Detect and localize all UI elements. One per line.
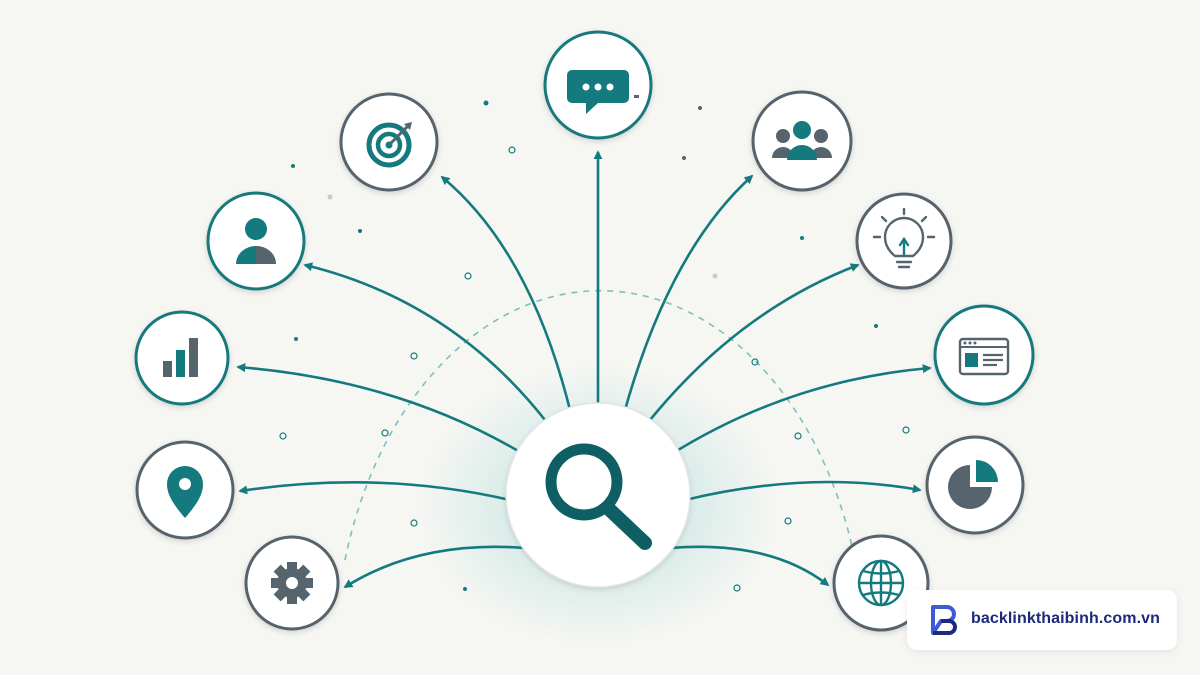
chat-node bbox=[543, 30, 653, 140]
dashed-guide-arc bbox=[344, 289, 856, 561]
team-node bbox=[751, 90, 853, 192]
arrow-to-location bbox=[238, 481, 511, 502]
webpage-node bbox=[933, 304, 1035, 406]
chat-bubble-icon bbox=[567, 70, 639, 114]
arrow-to-team bbox=[623, 174, 754, 411]
location-node bbox=[135, 440, 235, 540]
arrow-to-target bbox=[440, 175, 572, 411]
arrow-to-settings bbox=[343, 545, 526, 589]
brand-badge[interactable]: backlinkthaibinh.com.vn bbox=[907, 590, 1177, 650]
pie-chart-icon bbox=[948, 460, 998, 509]
bar-chart-icon bbox=[163, 338, 198, 377]
report-node bbox=[925, 435, 1025, 535]
arrow-to-webpage bbox=[669, 364, 932, 457]
arrow-to-idea bbox=[648, 263, 860, 421]
browser-window-icon bbox=[958, 337, 1010, 376]
brand-domain-text[interactable]: backlinkthaibinh.com.vn bbox=[971, 610, 1161, 627]
global-node bbox=[832, 534, 930, 632]
letter-b-logo-icon bbox=[931, 605, 957, 635]
arrow-to-user bbox=[303, 262, 547, 421]
arrow-to-global bbox=[669, 545, 830, 587]
center-search-node bbox=[505, 402, 691, 588]
globe-icon bbox=[857, 559, 905, 607]
analytics-node bbox=[134, 310, 230, 406]
decorative-dots bbox=[279, 100, 910, 592]
settings-node bbox=[244, 535, 340, 631]
user-icon bbox=[236, 218, 276, 264]
user-node bbox=[206, 191, 306, 291]
magnifying-glass-icon bbox=[545, 443, 652, 550]
connector-arrows bbox=[236, 150, 932, 589]
target-icon bbox=[366, 122, 412, 168]
target-node bbox=[339, 92, 439, 192]
arrow-to-analytics bbox=[236, 363, 526, 457]
arrow-to-report bbox=[684, 480, 922, 502]
idea-node bbox=[855, 192, 953, 290]
users-icon bbox=[772, 121, 832, 160]
map-pin-icon bbox=[167, 466, 203, 518]
gear-icon bbox=[271, 562, 313, 604]
lightbulb-icon bbox=[872, 207, 936, 269]
